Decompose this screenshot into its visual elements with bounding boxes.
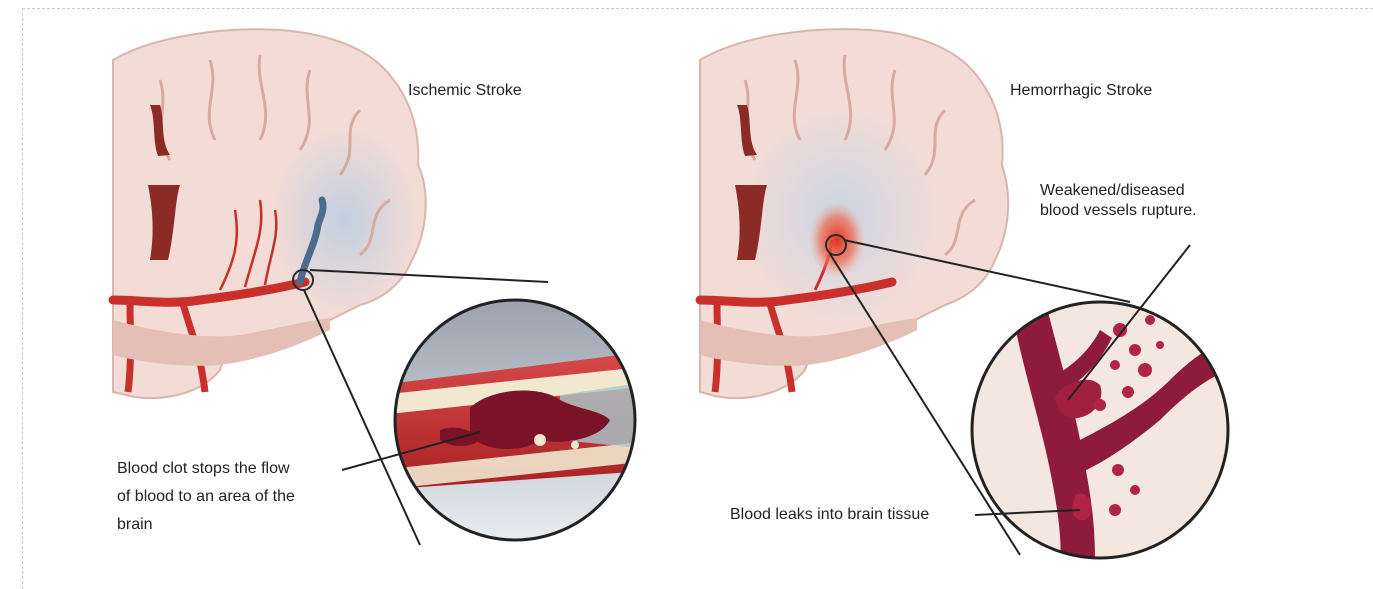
leak-caption: Blood leaks into brain tissue bbox=[730, 505, 929, 525]
rupture-caption: Weakened/diseased blood vessels rupture. bbox=[1040, 181, 1197, 221]
ischemic-caption: Blood clot stops the flow of blood to an… bbox=[117, 455, 342, 539]
ischemic-caption-line-1: Blood clot stops the flow bbox=[117, 455, 342, 483]
hemorrhagic-brain bbox=[700, 29, 1008, 398]
hemorrhagic-magnified-vessel bbox=[972, 300, 1230, 560]
ischemic-brain bbox=[113, 29, 426, 398]
ischemic-caption-line-2: of blood to an area of the bbox=[117, 483, 342, 511]
ischemic-magnified-artery bbox=[380, 300, 660, 540]
ischemic-caption-line-3: brain bbox=[117, 511, 342, 539]
hemorrhagic-title: Hemorrhagic Stroke bbox=[1010, 81, 1152, 101]
ischemic-title: Ischemic Stroke bbox=[408, 81, 522, 101]
rupture-caption-line-1: Weakened/diseased bbox=[1040, 181, 1197, 201]
rupture-caption-line-2: blood vessels rupture. bbox=[1040, 201, 1197, 221]
